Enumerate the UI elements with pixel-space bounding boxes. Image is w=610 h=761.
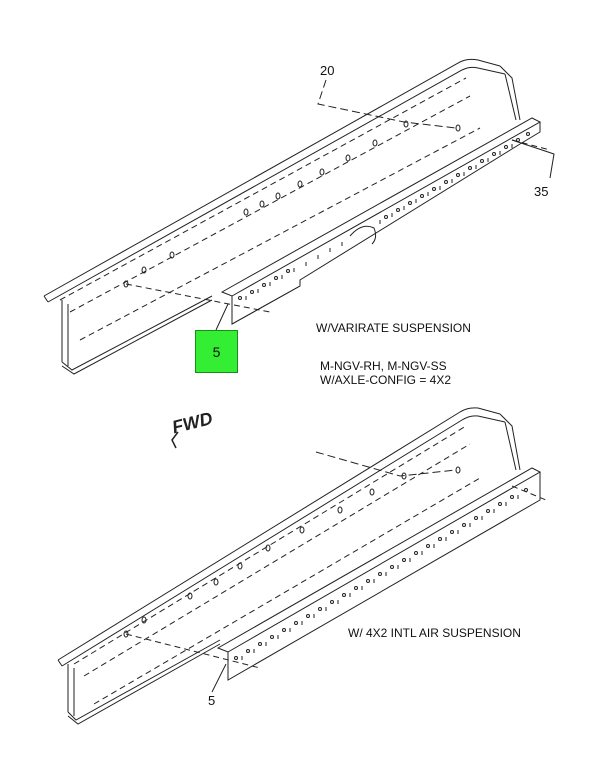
callout-5-bottom: 5 xyxy=(208,693,216,708)
callout-20: 20 xyxy=(320,63,335,78)
top-bracket-35 xyxy=(220,117,542,325)
callout-35: 35 xyxy=(534,184,549,199)
bottom-frame-rail xyxy=(57,407,521,725)
note-intl-air-suspension: W/ 4X2 INTL AIR SUSPENSION xyxy=(348,626,521,640)
bottom-bracket-slots xyxy=(234,488,528,660)
bottom-rail-holes xyxy=(123,466,461,638)
note-models: M-NGV-RH, M-NGV-SS xyxy=(320,359,447,373)
bottom-leader-lines xyxy=(125,451,547,693)
top-leader-lines xyxy=(125,79,555,331)
top-bracket-slots xyxy=(238,132,530,300)
note-axle-config: W/AXLE-CONFIG = 4X2 xyxy=(320,373,452,387)
bottom-bracket xyxy=(216,467,542,681)
fwd-arrow-icon xyxy=(171,431,179,449)
note-varirate-suspension: W/VARIRATE SUSPENSION xyxy=(316,321,471,335)
callout-5-highlighted[interactable]: 5 xyxy=(195,330,238,373)
